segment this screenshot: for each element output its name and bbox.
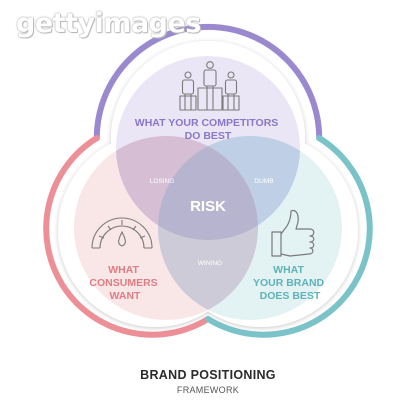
footer-subtitle: FRAMEWORK xyxy=(176,385,240,395)
footer-title: BRAND POSITIONING xyxy=(140,368,276,382)
gauge-icon xyxy=(91,217,153,249)
people-on-podium-icon xyxy=(179,61,240,111)
thumbs-up-icon xyxy=(271,209,315,257)
overlap-left-top xyxy=(116,136,258,240)
right-circle xyxy=(158,136,342,320)
top-circle-label: WHAT YOUR COMPETITORS DO BEST xyxy=(135,117,281,142)
overlap-top-right xyxy=(158,135,300,241)
center-label: RISK xyxy=(190,198,226,215)
outer-rim xyxy=(43,23,373,338)
left-circle-label: WHAT CONSUMERS WANT xyxy=(89,264,160,302)
left-rim-arc xyxy=(43,135,211,338)
overlap-label-dumb: DUMB xyxy=(254,178,273,185)
right-circle-label: WHAT YOUR BRAND DOES BEST xyxy=(253,264,327,302)
top-rim-arc xyxy=(93,23,323,142)
overlap-label-losing: LOSING xyxy=(150,178,175,185)
overlap-left-right xyxy=(158,146,258,310)
overlap-label-wining: WINING xyxy=(198,260,222,267)
right-rim-arc xyxy=(205,135,373,338)
watermark: gettyimages xyxy=(16,8,201,39)
